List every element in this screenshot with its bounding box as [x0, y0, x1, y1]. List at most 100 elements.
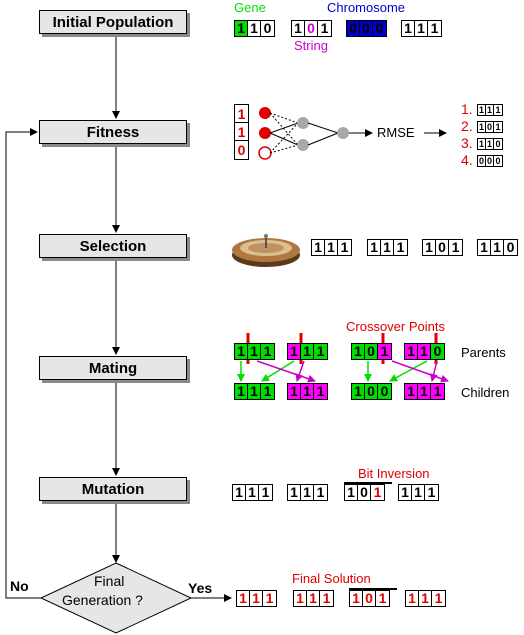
- decision-diamond: [39, 562, 193, 634]
- bit: 0: [365, 344, 378, 359]
- bit: 1: [301, 384, 314, 399]
- final-string: 1 1 1: [293, 590, 334, 607]
- bit: 1: [405, 384, 418, 399]
- chromosome-label: Chromosome: [327, 0, 406, 15]
- bit: 1: [419, 591, 432, 606]
- final-string: 1 0 1: [349, 590, 390, 607]
- bit: 1: [325, 240, 338, 255]
- bit: 1: [427, 484, 436, 500]
- bit: 0: [436, 240, 449, 255]
- bit: 1: [248, 21, 261, 36]
- bit: 1: [345, 485, 358, 500]
- decision-text-line1: Final: [94, 573, 125, 589]
- bit: 1: [350, 591, 363, 606]
- yes-label: Yes: [188, 580, 213, 596]
- selection-box[interactable]: Selection: [39, 234, 187, 258]
- initial-string-2: 1 0 1: [291, 20, 332, 37]
- bit: 1: [233, 485, 246, 500]
- bit: 1: [478, 240, 491, 255]
- final-string: 1 1 1: [236, 590, 277, 607]
- gene-transfer-arrow: [429, 360, 438, 382]
- parents-label: Parents: [461, 345, 506, 360]
- input-bit: 1: [235, 105, 248, 123]
- parent-string: 1 0 1: [351, 343, 392, 360]
- input-bit: 0: [237, 142, 246, 158]
- mutation-box[interactable]: Mutation: [39, 477, 187, 501]
- bit: 1: [486, 139, 494, 149]
- child-string: 1 0 0: [351, 383, 392, 400]
- rank-number: 1.: [461, 101, 473, 117]
- bit: 0: [495, 156, 501, 166]
- mutated-string: 1 1 1: [232, 484, 273, 501]
- bit: 0: [486, 122, 494, 132]
- bit: 1: [402, 21, 415, 36]
- bit: 1: [352, 344, 365, 359]
- gene-label: Gene: [234, 0, 266, 15]
- bit: 1: [433, 383, 442, 399]
- bit: 1: [352, 384, 365, 399]
- mutated-string: 1 1 1: [287, 484, 328, 501]
- bit: 0: [360, 21, 373, 36]
- bit: 1: [320, 20, 329, 36]
- bit: 1: [378, 344, 391, 359]
- bit: 1: [235, 384, 248, 399]
- ranked-string: 1 1 0: [477, 138, 503, 150]
- bit: 1: [250, 591, 263, 606]
- ranked-string: 0 0 0: [477, 155, 503, 167]
- fitness-box[interactable]: Fitness: [39, 120, 187, 144]
- bit: 1: [412, 485, 425, 500]
- rank-number: 2.: [461, 118, 473, 134]
- bit: 0: [495, 139, 501, 149]
- bit: 1: [248, 384, 261, 399]
- bit: 1: [314, 344, 327, 359]
- no-label: No: [10, 578, 29, 594]
- selected-string: 1 1 1: [311, 239, 352, 256]
- bit: 1: [478, 139, 486, 149]
- bit: 1: [396, 239, 405, 255]
- bit: 0: [347, 21, 360, 36]
- initial-population-box[interactable]: Initial Population: [39, 10, 187, 34]
- bit: 1: [415, 21, 428, 36]
- rank-number: 4.: [461, 152, 473, 168]
- bit: 1: [322, 590, 331, 606]
- parent-string: 1 1 1: [287, 343, 328, 360]
- bit: 1: [418, 384, 431, 399]
- bit: 1: [288, 384, 301, 399]
- mating-box[interactable]: Mating: [39, 356, 187, 380]
- bit: 1: [418, 344, 431, 359]
- bit: 0: [365, 384, 378, 399]
- bit: 1: [430, 20, 439, 36]
- gene-transfer-arrow: [261, 360, 295, 382]
- string-label: String: [294, 38, 328, 53]
- parent-string: 1 1 0: [404, 343, 445, 360]
- gene-transfer-arrow: [389, 360, 428, 382]
- final-string: 1 1 1: [405, 590, 446, 607]
- bit: 1: [451, 239, 460, 255]
- bit: 0: [478, 156, 486, 166]
- child-string: 1 1 1: [234, 383, 275, 400]
- bit: 1: [237, 591, 250, 606]
- bit: 1: [248, 344, 261, 359]
- gene-transfer-arrow: [256, 360, 316, 383]
- bit: 1: [405, 344, 418, 359]
- bit: 0: [431, 344, 444, 359]
- bit: 1: [288, 485, 301, 500]
- inverted-bit: 1: [373, 484, 382, 500]
- bit: 0: [263, 20, 272, 36]
- decision-text-line2: Generation ?: [62, 592, 143, 608]
- bit: 1: [316, 383, 325, 399]
- bit: 1: [288, 344, 301, 359]
- bit: 1: [495, 105, 501, 115]
- bit: 1: [294, 591, 307, 606]
- roulette-wheel-icon: [232, 234, 300, 267]
- bit: 1: [307, 591, 320, 606]
- mutated-string: 1 0 1: [344, 484, 385, 501]
- bit: 0: [363, 591, 376, 606]
- child-string: 1 1 1: [404, 383, 445, 400]
- rmse-label: RMSE: [377, 125, 415, 140]
- selected-string: 1 1 0: [477, 239, 518, 256]
- crossover-points-label: Crossover Points: [346, 319, 445, 334]
- bit: 0: [506, 239, 515, 255]
- bit: 1: [235, 344, 248, 359]
